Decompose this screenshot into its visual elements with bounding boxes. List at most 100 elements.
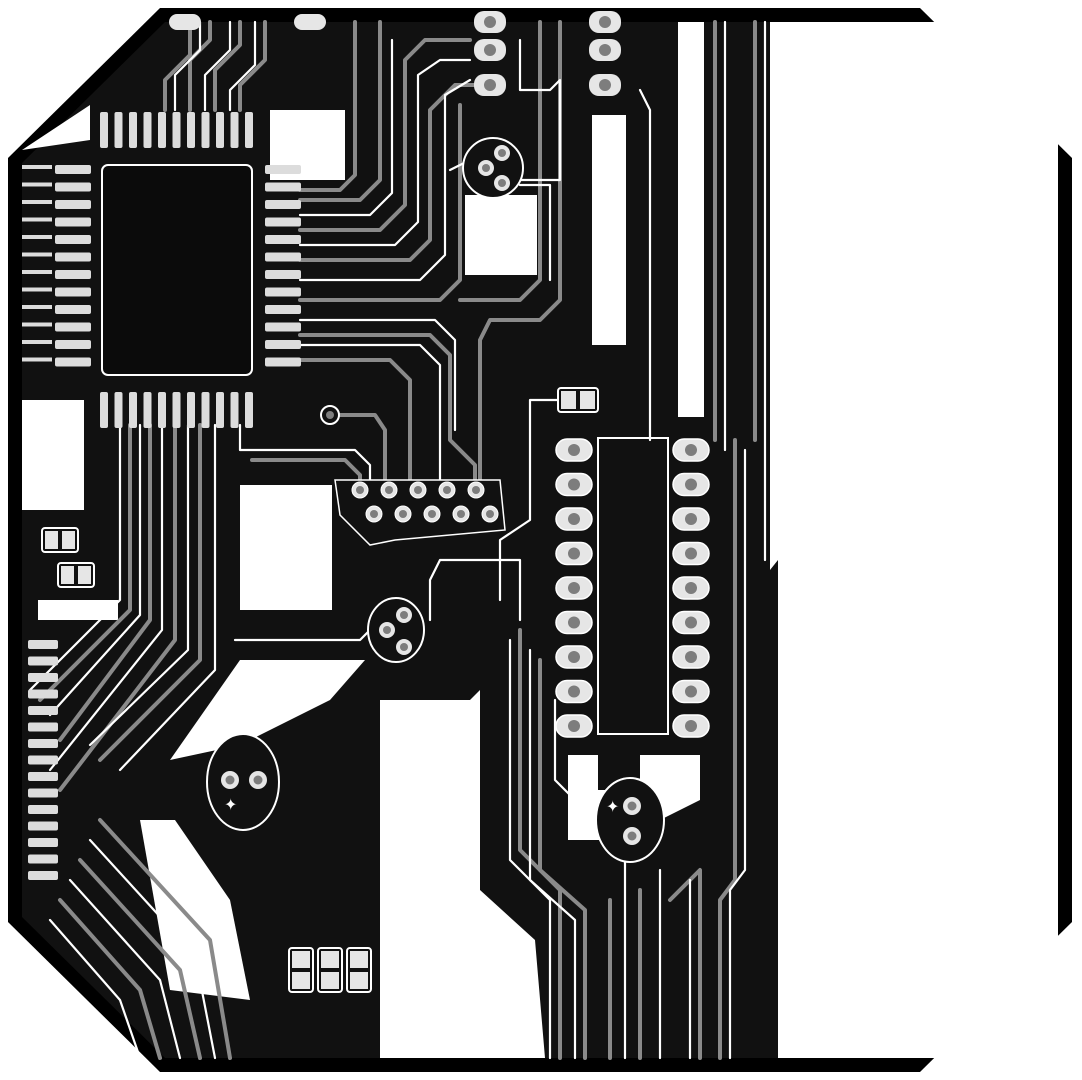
top-pad-hole	[599, 16, 611, 28]
trace-outline-1	[203, 20, 232, 112]
edge-trace-stub	[22, 270, 52, 274]
top-pad-hole	[484, 44, 496, 56]
qfp-pins-left	[55, 165, 91, 367]
trace-outline-31	[518, 183, 552, 282]
trace-outline-19	[528, 648, 577, 1060]
qfp-pin-bottom	[245, 392, 253, 428]
edge-trace-stub	[22, 357, 52, 362]
qfp-pin-right	[265, 252, 301, 262]
transistors	[367, 137, 524, 663]
trace-outline-26	[428, 558, 522, 622]
top-pad	[294, 14, 326, 30]
qfp-pin-right	[265, 340, 301, 349]
qfp-pin-bottom	[187, 392, 195, 428]
dip-pad-hole	[568, 444, 580, 456]
edge-trace-stub	[22, 200, 52, 204]
qfp-pin-left	[55, 200, 91, 209]
header-pin-hole	[399, 510, 407, 518]
qfp-pins-top	[100, 112, 253, 148]
trace-outline-29	[518, 38, 562, 182]
qfp-pin-right	[265, 182, 301, 192]
dip-pad-hole	[685, 547, 697, 560]
smd-resistor-array-1-pad	[292, 972, 310, 989]
transistor-top-pin-hole	[498, 179, 506, 187]
qfp-pin-right	[265, 322, 301, 332]
cutout-column-b	[678, 22, 704, 417]
trace-outline-11	[48, 423, 164, 772]
cutout-right	[778, 22, 1058, 1058]
dip-pad-hole	[685, 651, 697, 663]
header-pin-hole	[472, 486, 480, 494]
trace-gray-29	[298, 20, 357, 192]
trace-outline-28	[638, 88, 652, 442]
qfp-pins-right	[265, 165, 301, 367]
top-pad-hole	[599, 79, 611, 91]
dip-pad-hole	[685, 685, 697, 698]
header-pin-hole	[414, 486, 422, 494]
trace-outline-9	[28, 423, 122, 692]
capacitor-bottom-pin-hole	[627, 801, 637, 811]
header-pin-hole	[385, 486, 393, 494]
smd-resistor-left-a-pad	[45, 531, 58, 549]
trace-gray-9	[298, 358, 412, 492]
dip-pad-hole	[568, 582, 580, 594]
transistor-mid-pin-hole	[400, 643, 408, 651]
qfp-pin-bottom	[129, 392, 137, 428]
capacitor-left-body	[206, 733, 280, 831]
trace-gray-24	[718, 438, 737, 1060]
transistor-mid	[367, 597, 425, 663]
trace-outline-16	[68, 878, 182, 1060]
qfp-pin-right	[265, 235, 301, 244]
cutout-left-wedge	[170, 660, 365, 760]
smd-resistor-left-b-pad	[61, 566, 74, 584]
edge-pad	[28, 772, 58, 781]
trace-gray-28	[458, 20, 542, 302]
dip-pad-hole	[685, 444, 697, 456]
header-pin-hole	[443, 486, 451, 494]
ic-qfp-chip	[55, 112, 301, 428]
capacitor-bottom-body	[595, 777, 665, 863]
trace-gray-16	[98, 818, 232, 1060]
qfp-pin-bottom	[201, 392, 210, 428]
trace-outline-8	[238, 423, 372, 492]
trace-outline-15	[88, 838, 217, 1060]
edge-pad	[28, 656, 58, 666]
edge-pad	[28, 706, 58, 715]
qfp-pin-right	[265, 357, 301, 367]
dip-pad-hole	[685, 720, 697, 732]
trace-gray-12	[38, 423, 132, 702]
header-pin-hole	[370, 510, 378, 518]
edge-pad	[28, 805, 58, 814]
edge-pad	[28, 755, 58, 765]
trace-gray-14	[58, 423, 177, 792]
dip-pad-hole	[568, 478, 580, 491]
qfp-pin-bottom	[100, 392, 108, 428]
trace-gray-1	[163, 20, 192, 112]
copper-traces-gray	[38, 20, 757, 1060]
qfp-pin-top	[201, 112, 210, 148]
capacitors	[206, 733, 665, 863]
trace-gray-18	[58, 898, 162, 1060]
smd-resistor-left-a	[41, 527, 79, 553]
top-pad-hole	[484, 16, 496, 28]
dip-pad-hole	[568, 513, 580, 525]
header-pin-hole	[486, 510, 494, 518]
qfp-pin-left	[55, 182, 91, 192]
qfp-pin-left	[55, 357, 91, 367]
qfp-pin-bottom	[114, 392, 123, 428]
edge-pad	[28, 689, 58, 699]
trace-outline-12	[88, 423, 190, 747]
capacitor-bottom	[595, 777, 665, 863]
vias	[320, 405, 340, 425]
smd-resistor-array-1	[288, 947, 314, 993]
qfp-pin-top	[158, 112, 166, 148]
qfp-pin-right	[265, 270, 301, 279]
trace-gray-2	[213, 20, 242, 112]
dip-pad-hole	[685, 478, 697, 491]
edge-trace-stub	[22, 182, 52, 187]
trace-gray-7	[298, 103, 462, 302]
header-pin-hole	[457, 510, 465, 518]
trace-gray-27	[478, 20, 562, 492]
dip-ic-socket	[555, 437, 710, 738]
